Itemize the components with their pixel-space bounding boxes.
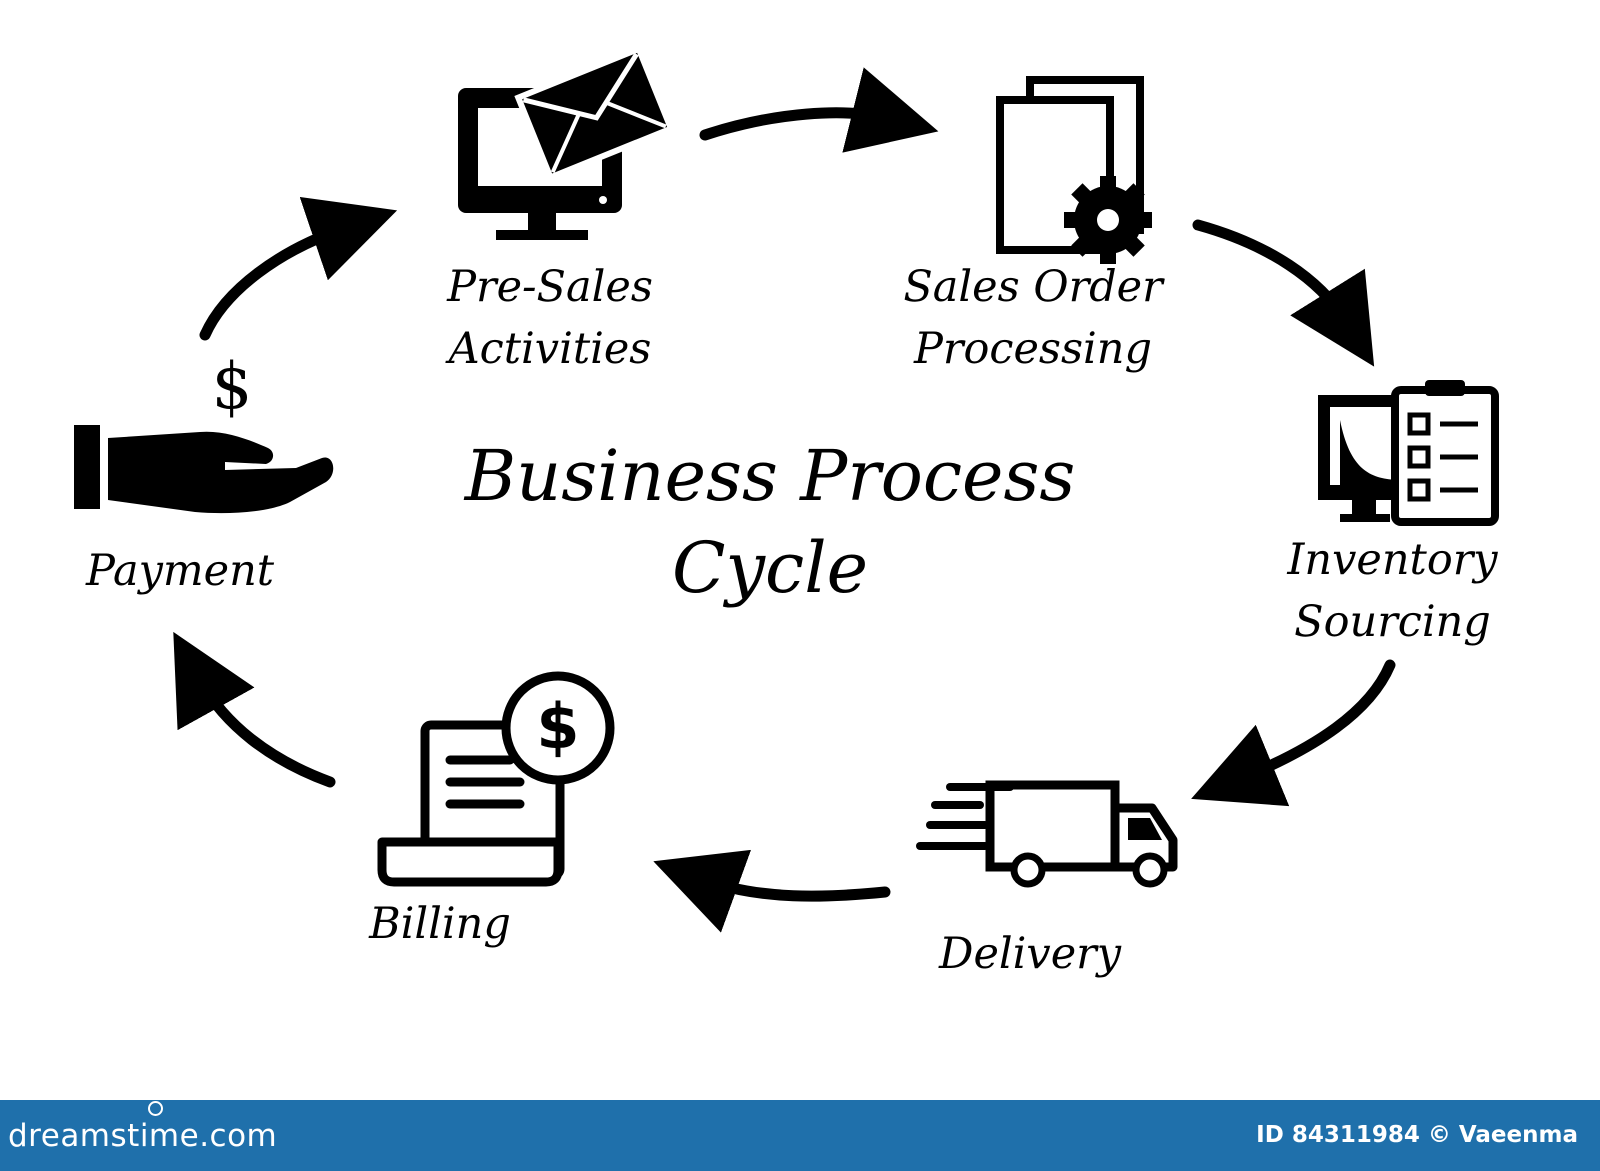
step-label-line: Delivery: [938, 929, 1121, 979]
diagram-graphics: $ $: [74, 45, 1499, 933]
step-label-line: Billing: [369, 899, 511, 949]
arrow-inventory-to-delivery: [1191, 659, 1396, 807]
monitor-envelope-icon: [458, 45, 675, 240]
title-line-2: Cycle: [671, 527, 869, 609]
diagram-title: Business Process Cycle: [395, 430, 1145, 614]
step-label-line: Activities: [448, 324, 652, 374]
arrow-payment-to-presales: [199, 196, 398, 341]
hand-dollar-icon: $: [74, 350, 334, 514]
step-label-line: Sales Order: [903, 262, 1163, 312]
arrow-salesorder-to-inventory: [1192, 219, 1375, 367]
cycle-arrows: [173, 67, 1396, 933]
monitor-checklist-icon: [1318, 380, 1499, 526]
step-label-sales-order: Sales Order Processing: [868, 256, 1198, 380]
step-label-payment: Payment: [60, 540, 300, 602]
step-label-line: Inventory: [1287, 535, 1498, 585]
dreamstime-logo[interactable]: dreamstime.com: [8, 1118, 278, 1154]
step-label-pre-sales: Pre-Sales Activities: [390, 256, 710, 380]
step-label-inventory: Inventory Sourcing: [1255, 529, 1530, 653]
step-label-line: Sourcing: [1294, 597, 1491, 647]
payment-dollar-sign: $: [212, 350, 253, 424]
step-label-line: Pre-Sales: [447, 262, 653, 312]
diagram-canvas: $ $ Business Process Cycle Pre-Sales Act…: [60, 45, 1530, 985]
step-label-delivery: Delivery: [920, 923, 1140, 985]
logo-swirl-icon: [148, 1101, 163, 1116]
documents-gear-icon: [996, 76, 1152, 264]
title-line-1: Business Process: [464, 435, 1076, 517]
billing-dollar-sign: $: [536, 690, 579, 763]
step-label-line: Processing: [913, 324, 1152, 374]
watermark-footer: dreamstime.com ID 84311984 © Vaeenma: [0, 1100, 1600, 1171]
delivery-truck-icon: [916, 780, 1178, 888]
step-label-line: Payment: [85, 546, 275, 596]
arrow-billing-to-payment: [173, 631, 336, 788]
arrow-delivery-to-billing: [653, 849, 891, 933]
invoice-dollar-icon: $: [377, 671, 615, 887]
arrow-presales-to-salesorder: [699, 67, 939, 153]
image-credit: ID 84311984 © Vaeenma: [1256, 1122, 1578, 1148]
step-label-billing: Billing: [340, 893, 540, 955]
